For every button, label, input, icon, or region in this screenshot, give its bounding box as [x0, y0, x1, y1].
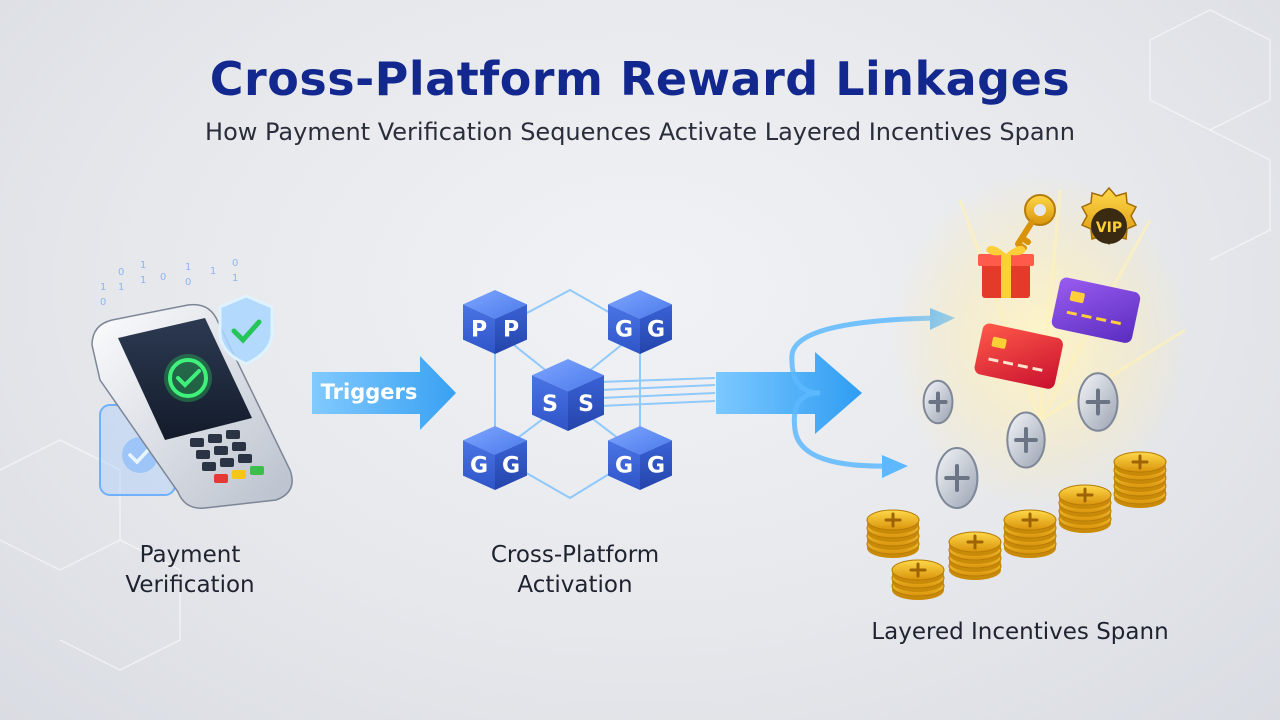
cube-glyph: G	[470, 453, 488, 478]
silver-coin-icon	[922, 379, 954, 425]
silver-coins	[922, 372, 1119, 509]
gold-coin-stack-icon	[891, 559, 945, 600]
gold-coin-stack-icon	[866, 509, 920, 558]
stage-label-line: Activation	[517, 572, 633, 598]
purple-card-icon	[1051, 277, 1141, 343]
gold-coin-stack-icon	[1113, 451, 1167, 508]
rewards-stack-icon: VIP	[890, 170, 1190, 510]
svg-text:1: 1	[100, 282, 106, 293]
svg-text:1: 1	[118, 282, 124, 293]
vip-badge-icon: VIP	[1080, 186, 1138, 246]
stage-label-payment-verification: Payment Verification	[80, 540, 300, 600]
page-title: Cross-Platform Reward Linkages	[209, 52, 1071, 106]
cube-glyph: P	[471, 317, 487, 342]
network-lines	[494, 288, 716, 500]
gift-icon	[978, 245, 1034, 298]
gold-coin-stack-icon	[1003, 509, 1057, 558]
svg-text:1: 1	[140, 275, 146, 286]
svg-text:0: 0	[100, 297, 106, 308]
cube-glyph: G	[502, 453, 520, 478]
gold-coin-stack-icon	[1058, 484, 1112, 533]
cube-glyph: G	[647, 317, 665, 342]
stage-label-layered-incentives: Layered Incentives Spann	[871, 619, 1169, 645]
gold-coin-stacks	[866, 451, 1167, 600]
cube-glyph: S	[542, 392, 558, 417]
red-card-icon	[974, 323, 1063, 389]
silver-coin-icon	[1077, 372, 1119, 432]
svg-text:1: 1	[185, 262, 191, 273]
shield-check-icon	[218, 294, 274, 366]
silver-coin-icon	[1006, 411, 1046, 469]
stage-label-line: Payment	[139, 542, 241, 568]
payment-terminal-icon: 1 0 0 1 1 1 0 1 0 1 0 1	[91, 258, 293, 509]
svg-text:0: 0	[232, 258, 238, 269]
background-pattern	[0, 9, 1271, 671]
svg-text:1: 1	[210, 266, 216, 277]
binary-rain: 1 0 0 1 1 1 0 1 0 1 0 1	[100, 258, 238, 308]
stage-label-line: Cross-Platform	[490, 542, 660, 568]
cube-glyph: G	[647, 453, 665, 478]
svg-text:1: 1	[140, 260, 146, 271]
svg-text:1: 1	[232, 273, 238, 284]
page-subtitle: How Payment Verification Sequences Activ…	[205, 118, 1075, 146]
triggers-label: Triggers	[320, 380, 418, 404]
silver-coin-icon	[935, 447, 979, 509]
cube-glyph: S	[578, 392, 594, 417]
gold-coin-stack-icon	[948, 531, 1002, 580]
svg-text:0: 0	[160, 272, 166, 283]
svg-text:0: 0	[118, 267, 124, 278]
cube-glyph: P	[503, 317, 519, 342]
cube-network-icon	[494, 288, 716, 500]
vip-badge-text: VIP	[1096, 220, 1122, 236]
stage-label-line: Verification	[125, 572, 255, 598]
key-icon	[1015, 194, 1056, 251]
svg-text:0: 0	[185, 277, 191, 288]
triggers-arrow	[312, 356, 456, 430]
cube-glyph: G	[615, 317, 633, 342]
cube-glyph: G	[615, 453, 633, 478]
stage-label-cross-platform-activation: Cross-Platform Activation	[450, 540, 700, 600]
